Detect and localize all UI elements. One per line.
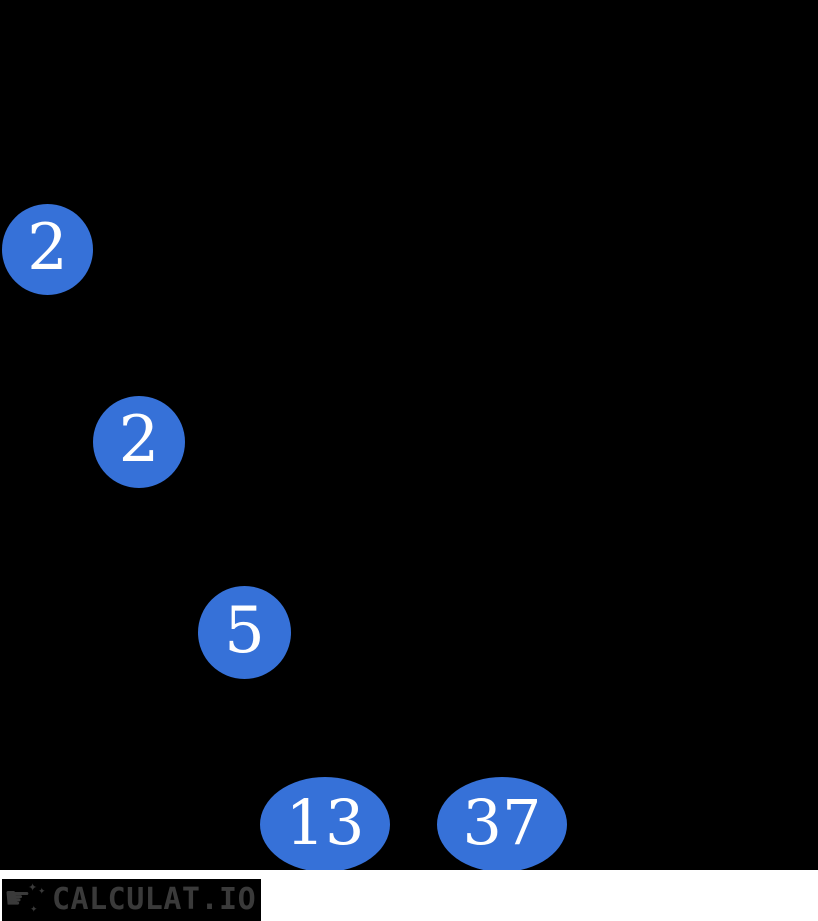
pointing-hand-icon: ☛ bbox=[4, 881, 31, 916]
factor-node-value: 37 bbox=[462, 785, 542, 859]
sparkle-icon: ✦ bbox=[30, 905, 38, 915]
pointing-hand-sparkles-icon: ☛ ✦ ✦ ✦ bbox=[2, 879, 52, 921]
factor-node: 5 bbox=[198, 586, 291, 679]
factor-node: 37 bbox=[437, 777, 567, 872]
factor-node-value: 5 bbox=[224, 593, 265, 668]
factor-node: 2 bbox=[93, 396, 185, 488]
calculatio-logo: ☛ ✦ ✦ ✦ CALCULAT.IO bbox=[2, 879, 261, 921]
factor-node-value: 2 bbox=[27, 210, 68, 285]
factor-node: 13 bbox=[260, 777, 390, 872]
factor-node: 2 bbox=[2, 204, 93, 295]
factor-node-value: 2 bbox=[118, 403, 160, 477]
sparkle-icon: ✦ bbox=[28, 881, 38, 894]
sparkle-icon: ✦ bbox=[38, 887, 46, 897]
factor-node-value: 13 bbox=[285, 785, 365, 859]
logo-text: CALCULAT.IO bbox=[52, 882, 257, 917]
